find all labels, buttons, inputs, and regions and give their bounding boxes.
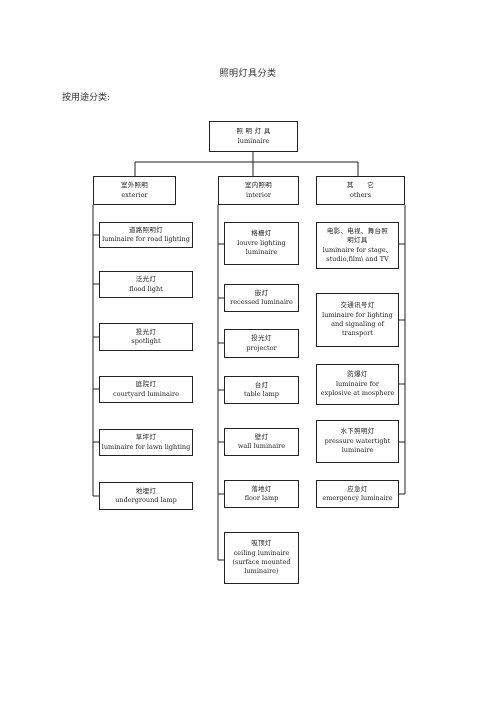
node-label-en: emergency luminaire — [322, 494, 393, 502]
node-label-zh: 交通讯号灯 — [340, 301, 375, 310]
node-label-en-2: luminaire — [245, 248, 278, 257]
category-interior: 室内照明 interior — [218, 176, 299, 205]
category-label-en: exterior — [121, 190, 148, 199]
node-label-zh: 应急灯 — [347, 484, 368, 493]
node-label-zh-2: 明灯具 — [347, 236, 368, 245]
node-label-zh: 投光灯 — [251, 334, 272, 343]
node-projector: 投光灯 projector — [224, 329, 299, 358]
node-label-en: louvre lighting — [237, 238, 286, 247]
node-label-zh: 庭院灯 — [135, 380, 157, 389]
category-label-zh: 室外照明 — [120, 181, 149, 190]
node-label-en-2: and signaling of — [331, 320, 384, 328]
node-label-en-3: transport — [342, 329, 373, 338]
node-label-zh: 投光灯 — [135, 327, 157, 336]
node-label-en: table lamp — [244, 390, 279, 398]
node-label-en: underground lamp — [115, 496, 177, 504]
node-label-zh: 泛光灯 — [135, 275, 157, 284]
node-wall-luminaire: 壁灯 wall luminaire — [224, 428, 299, 456]
node-label-en: flood light — [129, 284, 163, 293]
node-label-zh: 草坪灯 — [135, 433, 157, 442]
node-table-lamp: 台灯 table lamp — [224, 376, 299, 404]
node-road-lighting: 道路照明灯 luminaire for road lighting — [99, 222, 193, 248]
node-label-zh: 台灯 — [254, 380, 269, 389]
root-label-zh: 照 明 灯 具 — [236, 127, 271, 136]
node-label-zh: 嵌灯 — [254, 288, 269, 297]
node-label-en-2: (surface mounted — [232, 558, 291, 566]
node-label-en: pressure watertight — [324, 436, 391, 445]
category-others: 其 它 others — [316, 176, 405, 205]
node-label-zh: 格栅灯 — [251, 229, 272, 238]
category-label-en: others — [349, 190, 371, 199]
node-transport-signal: 交通讯号灯 luminaire for lighting and signali… — [316, 293, 399, 347]
node-label-en: luminaire for lawn lighting — [101, 442, 191, 451]
node-underwater-lighting: 水下照明灯 pressure watertight luminaire — [316, 420, 399, 463]
node-ceiling-luminaire: 吸顶灯 ceiling luminaire (surface mounted l… — [224, 532, 299, 584]
node-label-en: luminaire for road lighting — [102, 235, 190, 243]
node-label-zh: 电影、电视、舞台照 — [326, 226, 389, 235]
node-spotlight: 投光灯 spotlight — [99, 323, 193, 351]
node-label-en: luminaire for — [335, 379, 380, 388]
category-exterior: 室外照明 exterior — [93, 176, 176, 205]
node-label-en-2: luminaire — [341, 446, 374, 455]
node-recessed-luminaire: 嵌灯 recessed luminaire — [224, 284, 299, 312]
node-label-en-3: luminaire) — [244, 567, 279, 576]
classification-subtitle: 按用途分类: — [62, 93, 111, 103]
node-label-en: luminaire for stage、 — [322, 245, 393, 254]
node-label-en: ceiling luminaire — [233, 548, 290, 557]
node-courtyard-luminaire: 庭院灯 courtyard luminaire — [99, 376, 193, 403]
node-label-zh: 落地灯 — [251, 484, 272, 493]
node-label-en: projector — [246, 343, 277, 352]
node-label-zh: 吸顶灯 — [251, 539, 272, 548]
node-stage-studio-luminaire: 电影、电视、舞台照 明灯具 luminaire for stage、 studi… — [316, 222, 399, 269]
node-louvre-lighting: 格栅灯 louvre lighting luminaire — [224, 222, 299, 265]
node-label-zh: 防爆灯 — [347, 370, 368, 379]
node-label-zh: 壁灯 — [254, 432, 269, 441]
node-label-en: spotlight — [131, 337, 161, 345]
node-emergency-luminaire: 应急灯 emergency luminaire — [316, 480, 399, 508]
node-label-zh: 水下照明灯 — [340, 427, 375, 436]
category-label-zh: 其 它 — [346, 181, 375, 190]
node-floor-lamp: 落地灯 floor lamp — [224, 480, 299, 508]
category-label-en: interior — [246, 190, 271, 199]
node-label-en: courtyard luminaire — [113, 389, 179, 398]
node-label-en: wall luminaire — [237, 442, 286, 450]
node-label-en: floor lamp — [244, 494, 279, 502]
node-label-en-2: studio,film\ and TV — [326, 254, 389, 263]
root-node-luminaire: 照 明 灯 具 luminaire — [209, 121, 298, 152]
node-label-en: recessed luminaire — [230, 298, 293, 306]
node-lawn-lighting: 草坪灯 luminaire for lawn lighting — [99, 429, 193, 456]
node-label-zh: 地埋灯 — [135, 486, 157, 495]
node-underground-lamp: 地埋灯 underground lamp — [99, 482, 193, 510]
node-label-zh: 道路照明灯 — [129, 225, 163, 234]
node-explosion-proof: 防爆灯 luminaire for explosive at mosphere — [316, 364, 399, 405]
root-label-en: luminaire — [237, 136, 270, 145]
node-label-en: luminaire for lighting — [322, 310, 393, 319]
page-title: 照明灯具分类 — [219, 69, 277, 79]
node-flood-light: 泛光灯 flood light — [99, 271, 193, 298]
category-label-zh: 室内照明 — [244, 181, 273, 190]
node-label-en-2: explosive at mosphere — [320, 389, 395, 398]
